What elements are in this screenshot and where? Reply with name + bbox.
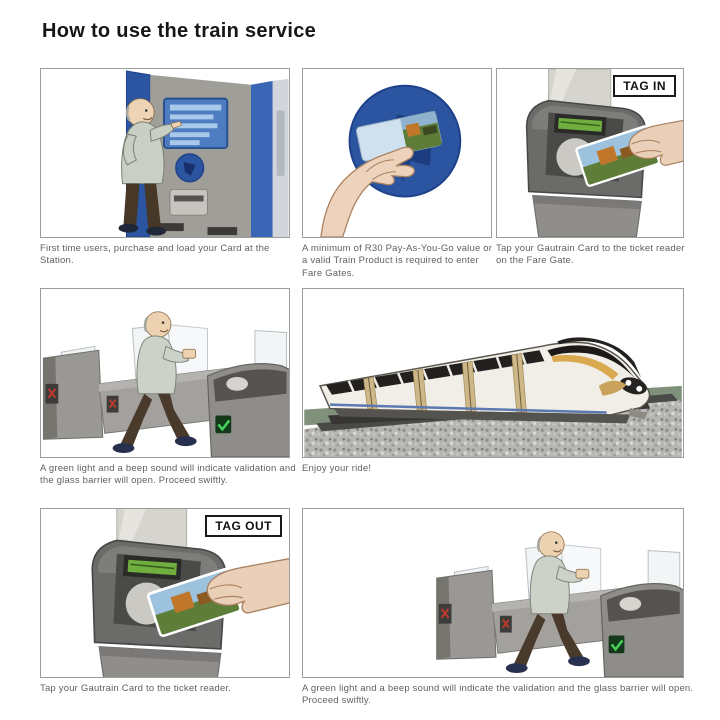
panel-tag-out: TAG OUT — [40, 508, 290, 678]
gautrain-train-illustration — [304, 337, 682, 457]
step-caption-exit-gate: A green light and a beep sound will indi… — [302, 683, 694, 707]
step-caption-enter-gate: A green light and a beep sound will indi… — [40, 463, 296, 487]
step-caption-minimum-value: A minimum of R30 Pay-As-You-Go value or … — [302, 243, 493, 279]
page-title: How to use the train service — [42, 20, 317, 42]
fare-gate-exit-illustration — [435, 530, 683, 677]
ticket-machine-illustration — [118, 70, 289, 237]
panel-enter-gate — [40, 288, 290, 458]
panel-card-minimum-value — [302, 68, 492, 238]
panel-purchase-card — [40, 68, 290, 238]
tag-in-label: TAG IN — [613, 75, 676, 97]
step-caption-tag-out: Tap your Gautrain Card to the ticket rea… — [40, 683, 231, 694]
step-caption-ride: Enjoy your ride! — [302, 463, 372, 474]
step-caption-tag-in: Tap your Gautrain Card to the ticket rea… — [496, 243, 685, 267]
panel-enjoy-ride — [302, 288, 684, 458]
panel-exit-gate — [302, 508, 684, 678]
step-caption-purchase: First time users, purchase and load your… — [40, 243, 270, 267]
fare-gate-walkthrough-illustration — [42, 310, 289, 457]
panel-tag-in: TAG IN — [496, 68, 684, 238]
tag-out-label: TAG OUT — [205, 515, 282, 537]
card-tap-illustration — [320, 84, 462, 237]
